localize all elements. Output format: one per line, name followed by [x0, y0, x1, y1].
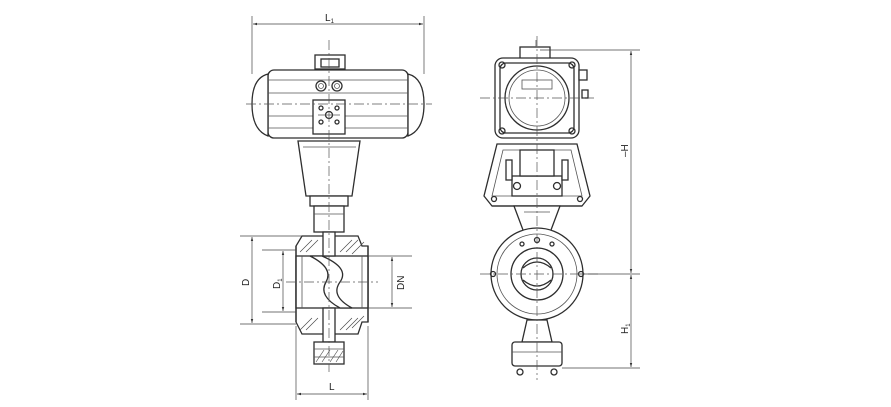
- label-L: L: [329, 382, 335, 393]
- label-D: D: [241, 279, 252, 286]
- front-view: L1 D D1 DN L: [240, 13, 432, 400]
- label-D1: D1: [272, 278, 284, 289]
- label-L1: L1: [325, 13, 335, 25]
- dim-H1: H1: [562, 275, 640, 369]
- dim-D1: D1: [262, 249, 296, 313]
- dim-D: D: [240, 235, 302, 325]
- label-H1: H1: [620, 323, 632, 334]
- label-DN: DN: [396, 276, 407, 290]
- dim-L1: L1: [251, 13, 425, 74]
- dim-DN: DN: [368, 255, 412, 309]
- side-view: –H H1: [480, 36, 640, 380]
- label-H: –H: [620, 144, 631, 157]
- actuator-body: [251, 54, 425, 139]
- valve-body-section: [295, 231, 369, 365]
- dim-H: –H: [540, 49, 640, 275]
- actuator-side: [494, 40, 589, 139]
- dim-L: L: [295, 326, 369, 400]
